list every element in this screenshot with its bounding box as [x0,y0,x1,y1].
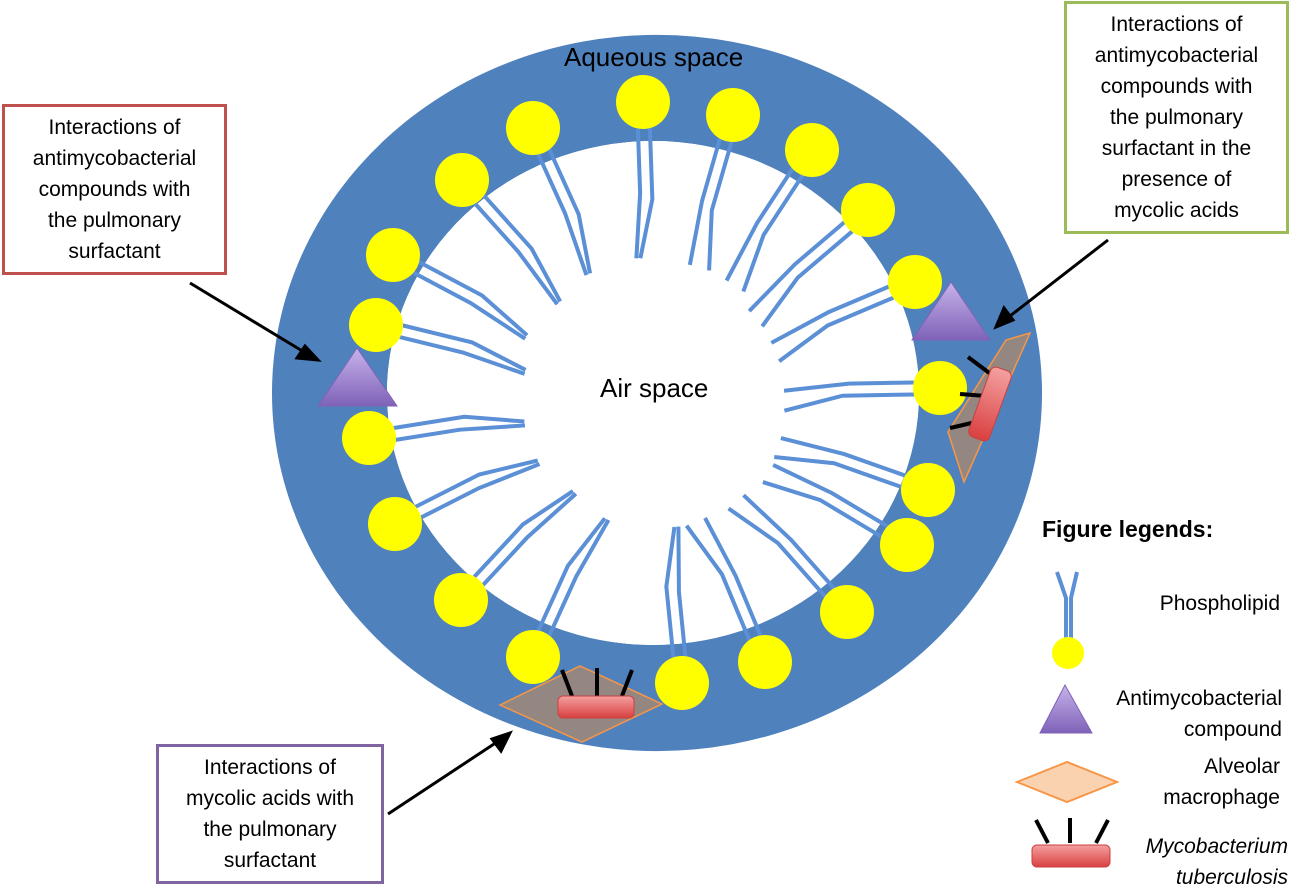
callout-surfactant-interactions: Interactions of antimycobacterial compou… [2,104,227,275]
phospholipid-tail [676,526,688,657]
phospholipid-tail [536,153,589,276]
phospholipid-head [342,411,396,465]
phospholipid-tail [547,148,593,274]
legend-phospholipid-icon [1052,571,1084,669]
phospholipid-tail [783,380,914,393]
mycobacterium-right [949,355,1012,442]
phospholipid-tail [419,462,541,520]
phospholipid-tail [393,414,525,430]
phospholipid-tail [414,458,539,509]
callout-right-text: Interactions of antimycobacterial compou… [1094,13,1259,222]
phospholipid-tail [399,335,526,376]
callout-left-text: Interactions of antimycobacterial compou… [32,116,197,263]
phospholipid-tail [747,220,846,313]
phospholipid-tail [395,423,526,442]
phospholipid-tail [727,506,827,598]
phospholipid-tail [664,526,677,658]
legend-mycobacterium-label: Mycobacterium tuberculosis [1145,835,1288,889]
antimycobacterial-compound-left [317,347,398,407]
air-space [387,141,919,645]
phospholipid-tail [687,137,722,266]
callout-surfactant-mycolic-interactions: Interactions of antimycobacterial compou… [1064,1,1289,234]
phospholipid-head [785,123,839,177]
legend-title: Figure legends: [1042,516,1214,542]
aqueous-space-label: Aqueous space [564,42,744,72]
phospholipid-tail [780,436,907,478]
phospholipid-head [368,497,422,551]
phospholipid-heads [342,75,967,710]
phospholipid-tail [482,194,562,303]
phospholipid-tail [547,518,611,637]
phospholipid-head [706,88,760,142]
legend-macrophage-label: Alveolar macrophage [1163,755,1280,809]
phospholipid-tail [402,323,527,372]
phospholipid-head [841,183,895,237]
phospholipid-head [366,228,420,282]
phospholipid-head [655,656,709,710]
phospholipid-tail [772,463,889,529]
phospholipid-tail [472,489,575,579]
phospholipid-head [435,153,489,207]
legend-mycobacterium-icon [1031,818,1111,868]
phospholipid-head [913,361,967,415]
phospholipid-tail [774,454,903,489]
phospholipid-tail [703,517,763,637]
phospholipid-tail [634,128,643,259]
phospholipid-tail [417,260,529,337]
legend-compound-icon [1039,683,1093,734]
legend-macrophage-icon [1014,760,1120,804]
callout-bottom-text: Interactions of mycolic acids with the p… [185,756,355,872]
phospholipid-tails [393,127,915,658]
callout-arrows [189,238,1109,816]
phospholipid-tail [724,167,795,282]
phospholipid-head [738,635,792,689]
callout-mycolic-acid-interactions: Interactions of mycolic acids with the p… [156,744,384,884]
phospholipid-head [349,298,403,352]
phospholipid-head [616,75,670,129]
phospholipid-head [888,255,942,309]
phospholipid-tail [760,229,854,328]
phospholipid-tail [741,173,805,293]
phospholipid-tail [536,517,607,632]
phospholipid-tail [473,202,559,306]
legend-compound-label: Antimycobacterial compound [1116,687,1282,741]
phospholipid-tail [684,524,752,642]
legend-phospholipid-label: Phospholipid [1159,592,1280,615]
phospholipid-head [880,518,934,572]
phospholipid-head [820,585,874,639]
phospholipid-head [434,573,488,627]
antimycobacterial-compound-right [911,281,991,341]
phospholipid-tail [742,493,836,590]
phospholipid-tail [638,127,655,259]
phospholipid-tail [783,392,915,413]
phospholipid-head [506,630,560,684]
mycobacterium-bottom [557,668,635,719]
phospholipid-tail [770,284,890,345]
air-space-label: Air space [600,373,709,403]
phospholipid-tail [762,480,883,539]
phospholipid-tail [707,141,734,271]
phospholipid-head [901,463,955,517]
phospholipid-head [506,101,560,155]
phospholipid-tail [412,270,527,341]
phospholipid-tail [777,295,895,363]
phospholipid-tail [481,492,578,587]
